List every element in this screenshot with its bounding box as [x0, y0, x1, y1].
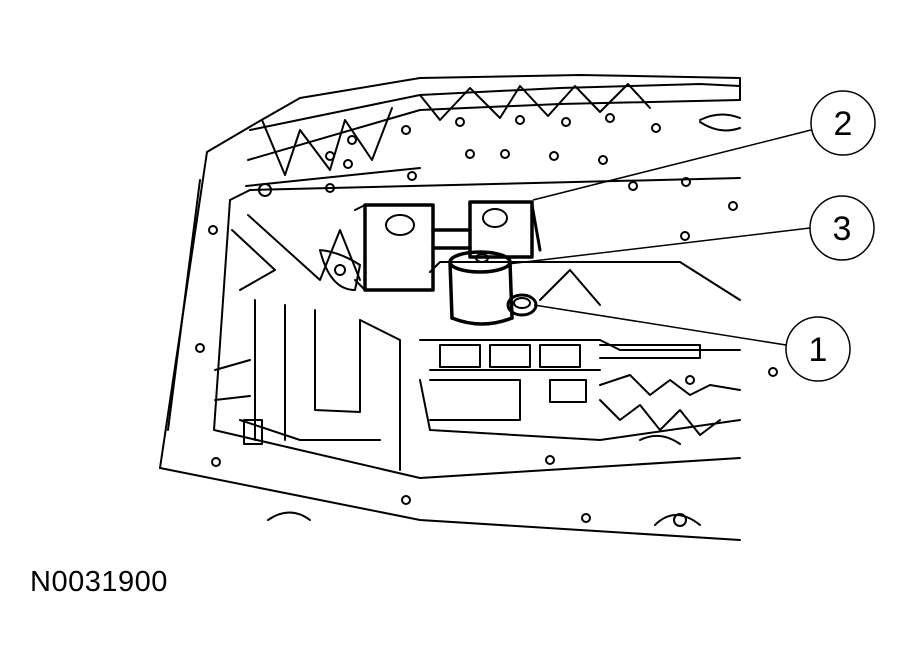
callout-2: 2 [810, 90, 876, 156]
bolt-holes [195, 113, 778, 523]
callout-1: 1 [785, 316, 851, 382]
callout-3: 3 [809, 195, 875, 261]
solenoid-assembly [354, 200, 542, 292]
transmission-case-outline [159, 74, 741, 541]
callout-3-label: 3 [833, 210, 852, 248]
callout-2-label: 2 [834, 105, 853, 143]
callout-1-leader [533, 304, 787, 346]
figure-id-label: N0031900 [30, 566, 168, 598]
callout-1-label: 1 [809, 331, 828, 369]
callout-3-leader [507, 227, 811, 265]
left-internals [214, 249, 401, 471]
bottom-flange [267, 511, 701, 527]
callout-2-leader [532, 129, 812, 201]
upper-casting-ribs [231, 83, 741, 291]
valve-body-lower [419, 261, 741, 445]
